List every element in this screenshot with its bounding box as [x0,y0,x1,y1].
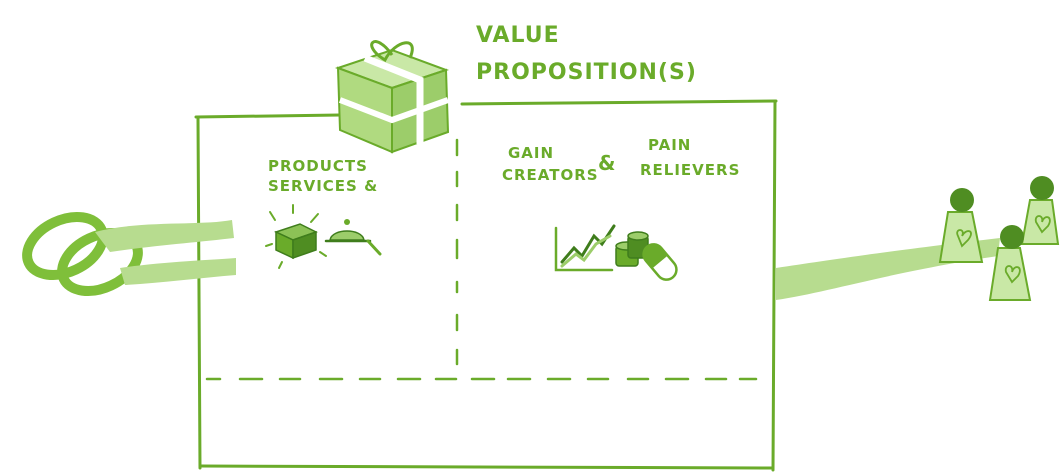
customer-figure-1 [938,188,984,263]
pill-icon [642,243,678,281]
ampersand-label: & [598,151,616,175]
coins-icon [615,231,649,267]
gain-creators-line-2: CREATORS [502,166,599,184]
customer-figure-3 [988,225,1032,301]
customer-figures-icon [938,176,1060,301]
gift-icon [334,40,450,154]
title-line-1: VALUE [476,23,560,48]
title-line-2: PROPOSITION(S) [476,60,697,85]
left-connector-arrows [95,220,236,285]
customer-figure-2 [1020,176,1060,245]
rings-icon [22,211,143,297]
gain-creators-line-1: GAIN [508,144,554,162]
pain-relievers-line-2: RELIEVERS [640,161,740,179]
value-map-frame [194,99,778,472]
pain-relievers-line-1: PAIN [648,136,691,154]
box-icon [265,204,327,269]
growth-chart-icon [554,224,616,272]
products-label-line-1: PRODUCTS [268,157,368,175]
products-label-line-2: SERVICES & [268,177,378,195]
cloche-icon [324,219,382,256]
